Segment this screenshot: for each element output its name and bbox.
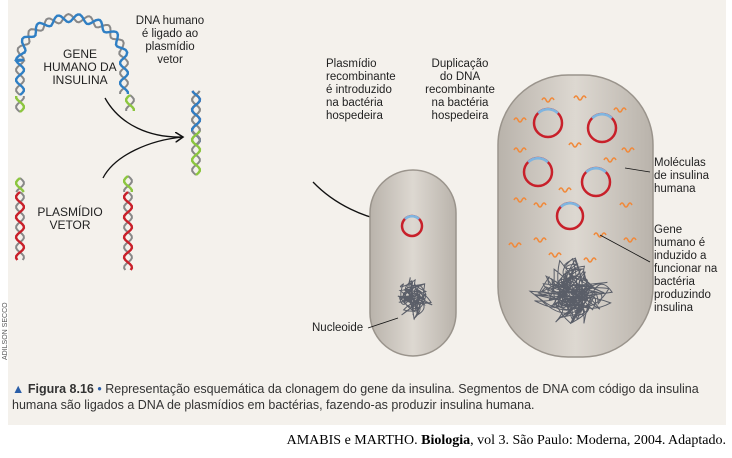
label-line: é ligado ao: [130, 28, 210, 41]
label-line: é introduzido: [326, 84, 396, 97]
label-line: VETOR: [30, 219, 110, 232]
label-step2: Plasmídiorecombinanteé introduzidona bac…: [326, 58, 396, 123]
label-line: Duplicação: [420, 58, 500, 71]
label-line: funcionar na: [654, 263, 717, 276]
label-line: humano é: [654, 237, 717, 250]
label-line: de insulina: [654, 170, 709, 183]
label-line: Gene: [654, 224, 717, 237]
label-line: Plasmídio: [326, 58, 396, 71]
label-line: Moléculas: [654, 157, 709, 170]
label-line: na bactéria: [326, 97, 396, 110]
label-line: vetor: [130, 54, 210, 67]
label-line: humana: [654, 183, 709, 196]
label-line: plasmídio: [130, 41, 210, 54]
citation-authors: AMABIS e MARTHO.: [287, 433, 418, 448]
label-step3: Duplicaçãodo DNArecombinantena bactériah…: [420, 58, 500, 123]
label-line: hospedeira: [420, 110, 500, 123]
label-nucleoid: Nucleoide: [312, 322, 363, 335]
label-line: insulina: [654, 302, 717, 315]
label-gene: GENEHUMANO DAINSULINA: [40, 48, 120, 87]
label-line: induzido a: [654, 250, 717, 263]
label-line: produzindo: [654, 289, 717, 302]
label-line: recombinante: [420, 84, 500, 97]
label-line: do DNA: [420, 71, 500, 84]
caption-text: Representação esquemática da clonagem do…: [12, 382, 699, 412]
citation-title: Biologia: [421, 433, 470, 448]
arrow-plasmid: [103, 137, 183, 178]
label-line: recombinante: [326, 71, 396, 84]
label-gene-induced: Genehumano éinduzido afuncionar nabactér…: [654, 224, 717, 315]
label-line: hospedeira: [326, 110, 396, 123]
label-plasmid: PLASMÍDIOVETOR: [30, 206, 110, 232]
figure-caption: ▲ Figura 8.16 • Representação esquemátic…: [12, 381, 712, 413]
bullet: •: [97, 382, 101, 396]
figure-number: Figura 8.16: [28, 382, 94, 396]
label-line: bactéria: [654, 276, 717, 289]
citation: AMABIS e MARTHO. Biologia, vol 3. São Pa…: [287, 433, 726, 449]
label-line: INSULINA: [40, 74, 120, 87]
triangle-icon: ▲: [12, 382, 24, 396]
bacterium-1: [370, 170, 456, 356]
label-line: na bactéria: [420, 97, 500, 110]
label-step1: DNA humanoé ligado aoplasmídiovetor: [130, 15, 210, 67]
label-line: DNA humano: [130, 15, 210, 28]
illustrator-credit: ADILSON SECCO: [2, 302, 9, 360]
arrow-gene: [105, 98, 183, 137]
citation-rest: , vol 3. São Paulo: Moderna, 2004. Adapt…: [470, 433, 726, 448]
label-molecules: Moléculasde insulinahumana: [654, 157, 709, 196]
